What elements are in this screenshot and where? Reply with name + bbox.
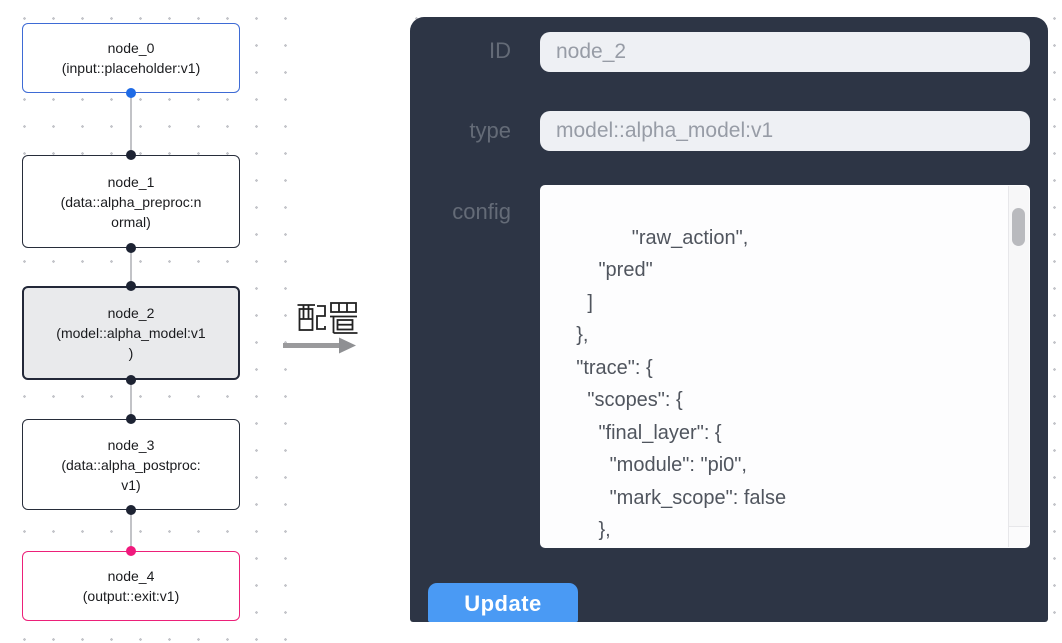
flow-node-3[interactable]: node_3 (data::alpha_postproc: v1) [22,419,240,510]
id-field-label: ID [489,38,511,63]
node-subtitle: (output::exit:v1) [82,588,180,604]
config-field-label: config [452,199,511,224]
type-field-label: type [469,118,511,143]
node-title: node_0 [107,40,155,56]
flow-node-4[interactable]: node_4 (output::exit:v1) [22,551,240,621]
flow-canvas: node_0 (input::placeholder:v1) node_1 (d… [0,0,308,643]
update-button[interactable]: Update [428,583,578,622]
panel-zone: ID node_2 type model::alpha_model:v1 con… [392,0,1062,622]
port-node3-input[interactable] [126,414,136,424]
config-textarea[interactable]: "raw_action", "pred" ] }, "trace": { "sc… [540,185,1030,548]
node-subtitle: (data::alpha_preproc:n ormal) [60,193,202,230]
port-node2-input[interactable] [126,281,136,291]
edge-node0-node1[interactable] [130,93,132,155]
type-field-input[interactable]: model::alpha_model:v1 [540,111,1030,151]
config-chinese-label [297,302,358,334]
right-arrow-icon [283,337,356,354]
flow-node-2-selected[interactable]: node_2 (model::alpha_model:v1 ) [22,286,240,380]
port-node1-output[interactable] [126,243,136,253]
port-node2-output[interactable] [126,375,136,385]
config-json-text: "raw_action", "pred" ] }, "trace": { "sc… [576,226,787,542]
config-scrollbar-track[interactable] [1008,186,1029,547]
node-title: node_3 [107,436,155,453]
edge-node2-node3[interactable] [130,380,132,420]
node-config-panel: ID node_2 type model::alpha_model:v1 con… [410,17,1048,622]
edge-node3-node4[interactable] [130,510,132,551]
node-subtitle: (model::alpha_model:v1 ) [56,325,206,361]
flow-node-0[interactable]: node_0 (input::placeholder:v1) [22,23,240,93]
flow-node-1[interactable]: node_1 (data::alpha_preproc:n ormal) [22,155,240,248]
node-title: node_2 [107,305,155,321]
config-scrollbar-thumb[interactable] [1012,208,1025,246]
port-node3-output[interactable] [126,505,136,515]
port-node4-input[interactable] [126,546,136,556]
node-title: node_1 [107,173,155,190]
port-node1-input[interactable] [126,150,136,160]
node-title: node_4 [107,568,155,584]
edge-node1-node2[interactable] [130,248,132,286]
node-subtitle: (input::placeholder:v1) [61,60,201,76]
transition-annotation [283,300,358,360]
id-field-input[interactable]: node_2 [540,32,1030,72]
node-subtitle: (data::alpha_postproc: v1) [61,456,201,493]
textarea-resize-handle-icon[interactable] [1009,526,1029,547]
port-node0-output[interactable] [126,88,136,98]
